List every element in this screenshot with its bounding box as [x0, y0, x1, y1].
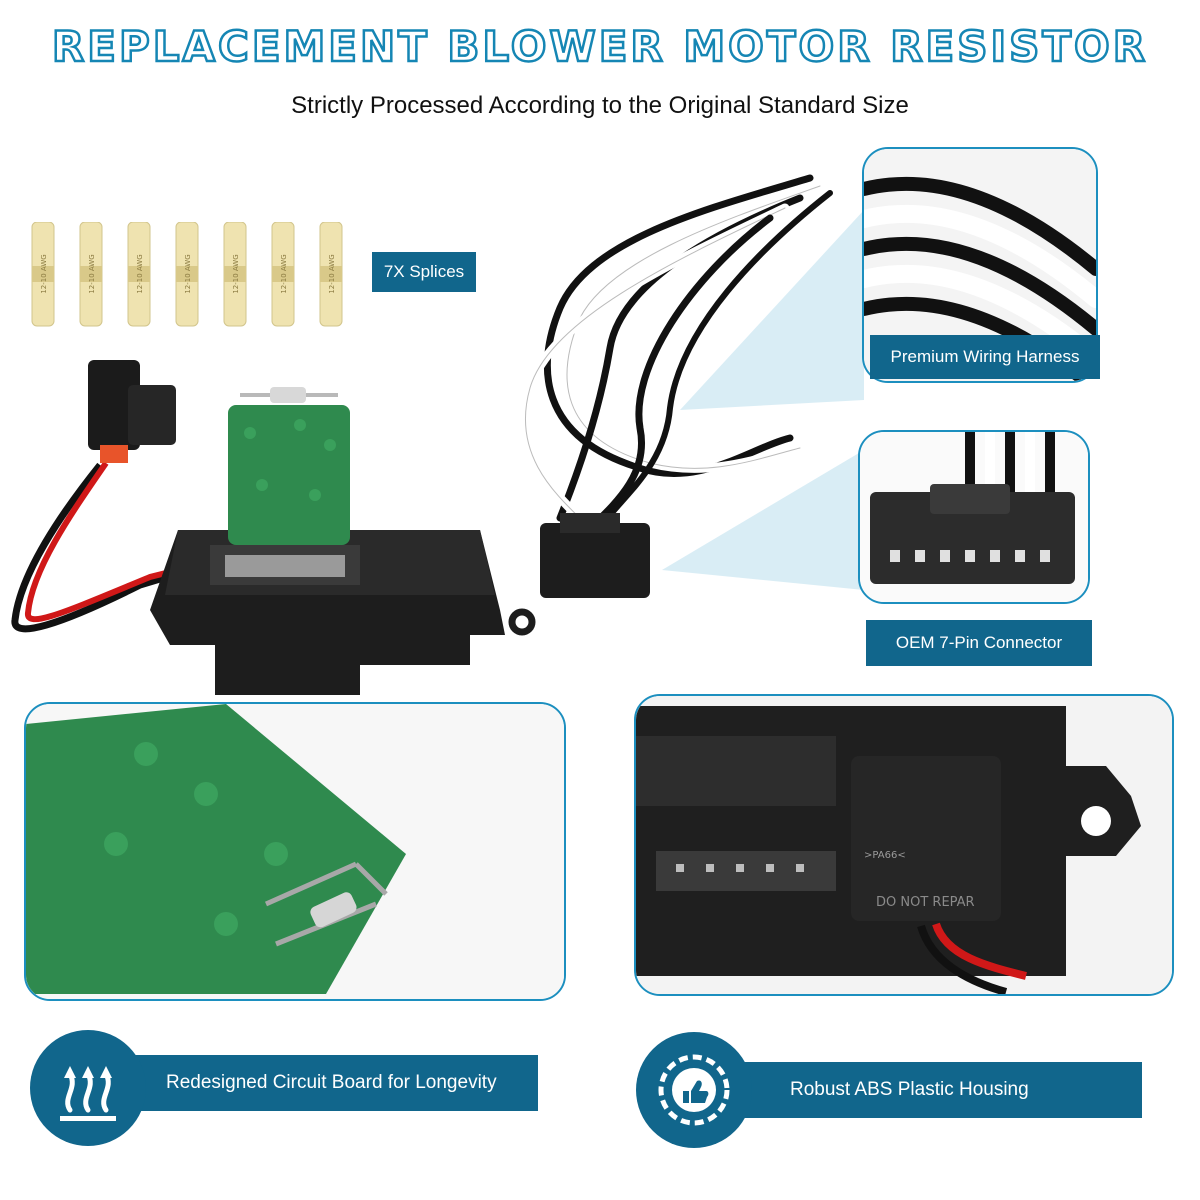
harness-label: Premium Wiring Harness: [870, 335, 1100, 379]
connector-label: OEM 7-Pin Connector: [866, 620, 1092, 666]
splice-print: 12-10 AWG: [184, 254, 192, 293]
blower-resistor-illustration: [11, 360, 536, 695]
heat-waves-icon: [30, 1030, 146, 1146]
feature-banner-circuit: Redesigned Circuit Board for Longevity: [90, 1055, 538, 1111]
feature-text-housing: Robust ABS Plastic Housing: [790, 1079, 1029, 1100]
circuit-board-closeup: [26, 704, 564, 999]
splice-print: 12-10 AWG: [88, 254, 96, 293]
callout-beam: [662, 210, 864, 590]
splice-print: 12-10 AWG: [328, 254, 336, 293]
connector-zoom-frame: [858, 430, 1090, 604]
circuit-board-closeup-frame: [24, 702, 566, 1001]
page-subtitle: Strictly Processed According to the Orig…: [291, 92, 909, 119]
splice-print: 12-10 AWG: [280, 254, 288, 293]
page-title: REPLACEMENT BLOWER MOTOR RESISTOR: [51, 21, 1149, 73]
splice: 12-10 AWG: [175, 222, 199, 327]
splice-print: 12-10 AWG: [232, 254, 240, 293]
thumbs-up-badge-icon: [636, 1032, 752, 1148]
housing-closeup: >PA66< DO NOT REPAR: [636, 696, 1172, 994]
splice: 12-10 AWG: [319, 222, 343, 327]
feature-text-circuit: Redesigned Circuit Board for Longevity: [166, 1072, 497, 1093]
feature-banner-housing: Robust ABS Plastic Housing: [690, 1062, 1142, 1118]
material-mark: >PA66<: [864, 850, 906, 861]
connector-closeup: [860, 432, 1088, 602]
splice: 12-10 AWG: [223, 222, 247, 327]
splice-print: 12-10 AWG: [136, 254, 144, 293]
splice-print: 12-10 AWG: [40, 254, 48, 293]
housing-closeup-frame: >PA66< DO NOT REPAR: [634, 694, 1174, 996]
splice: 12-10 AWG: [79, 222, 103, 327]
splice: 12-10 AWG: [31, 222, 55, 327]
splices-label: 7X Splices: [372, 252, 476, 292]
splices-illustration: 12-10 AWG 12-10 AWG 12-10 AWG 12-10 AWG 12-1…: [31, 222, 343, 327]
splice: 12-10 AWG: [127, 222, 151, 327]
warning-mark: DO NOT REPAR: [876, 895, 975, 910]
wiring-harness-illustration: [520, 174, 833, 598]
splice: 12-10 AWG: [271, 222, 295, 327]
